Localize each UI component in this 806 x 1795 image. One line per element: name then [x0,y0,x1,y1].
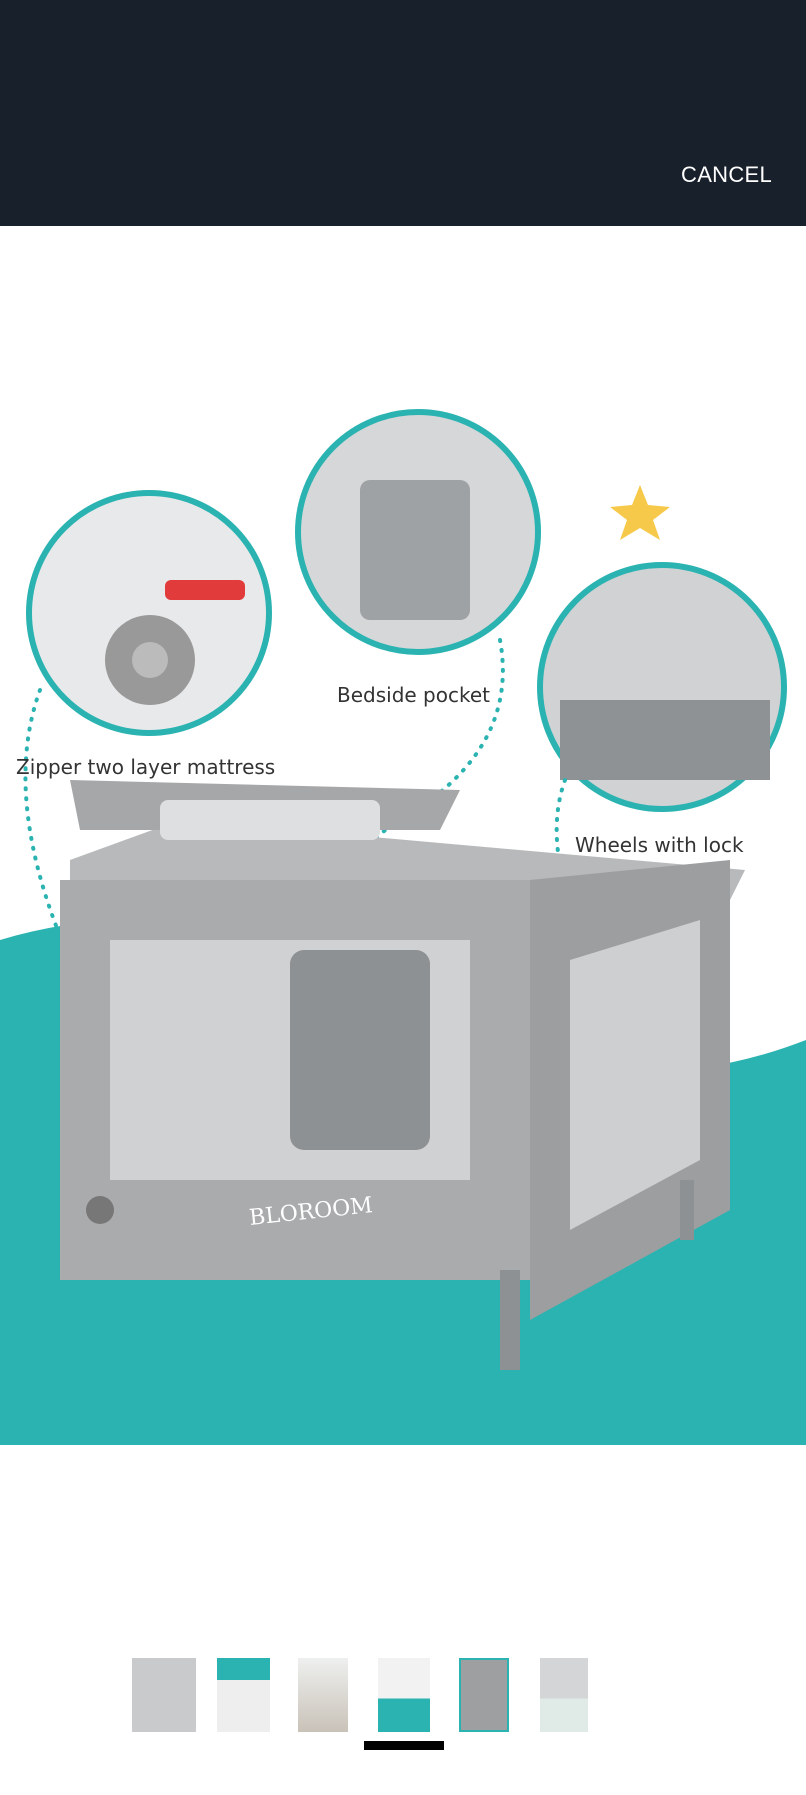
callout-pocket: Bedside pocket [337,683,490,707]
callout-wheels: Wheels with lock [575,833,744,857]
callout-mattress: Zipper two layer mattress [16,755,275,779]
cancel-button[interactable]: CANCEL [681,162,773,187]
thumbnail-6[interactable] [540,1658,588,1732]
wheel-detail-circle [26,490,272,736]
thumbnail-5[interactable] [459,1658,509,1732]
product-image[interactable]: Zipper two layer mattress Bedside pocket… [0,400,806,1450]
thumbnail-3[interactable] [298,1658,348,1732]
crib: BLOROOM [60,780,745,1370]
thumbnail-2[interactable] [217,1658,270,1732]
star-icon [610,485,670,540]
thumbnail-1[interactable] [132,1658,196,1732]
selected-thumbnail-indicator [364,1741,444,1750]
thumbnail-4-selected[interactable] [378,1658,430,1732]
mattress-detail-circle [537,562,787,812]
top-bar: CANCEL [0,0,806,226]
pocket-detail-circle [295,409,541,655]
